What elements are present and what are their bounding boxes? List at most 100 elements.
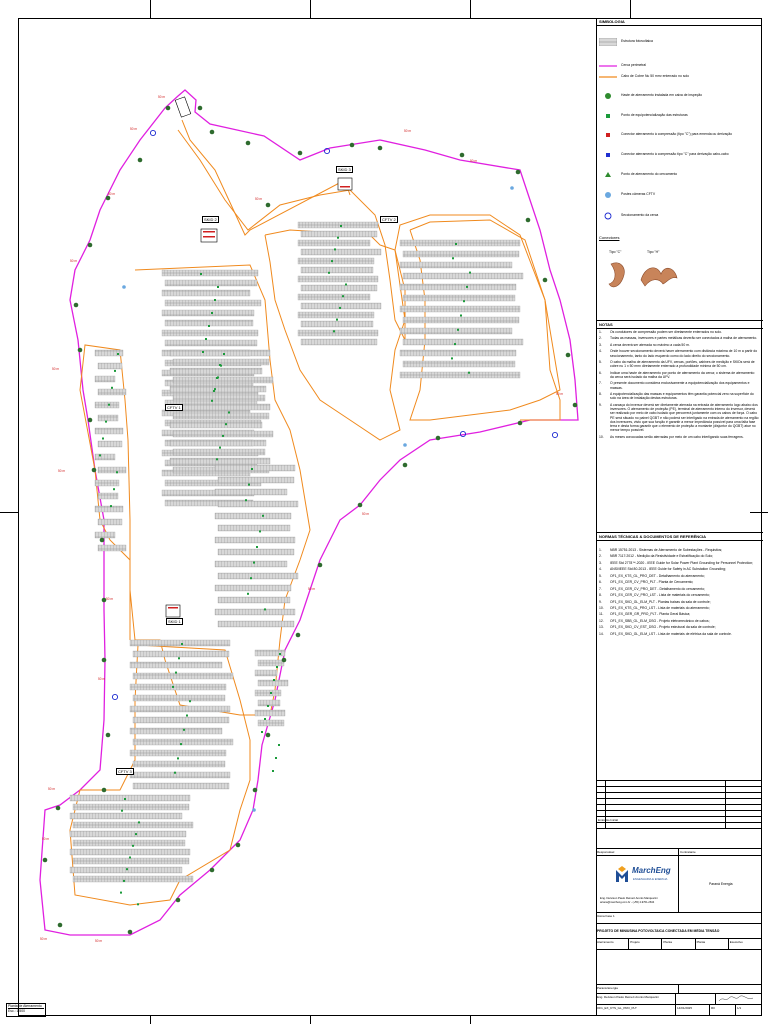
equipotential-point-icon bbox=[270, 692, 272, 694]
fence-section-icon bbox=[111, 693, 119, 701]
client-footer: Paraná Energia bbox=[596, 985, 679, 993]
equipotential-point-icon bbox=[275, 757, 277, 759]
module-table-row bbox=[399, 261, 513, 269]
module-table-row bbox=[257, 659, 285, 667]
grid-tick bbox=[150, 0, 151, 18]
module-table-row bbox=[94, 531, 116, 539]
blue-circle-icon bbox=[599, 212, 617, 219]
module-table-row bbox=[132, 738, 234, 746]
module-table-row bbox=[97, 544, 127, 552]
module-table-row bbox=[399, 349, 517, 357]
grid-tick bbox=[310, 0, 311, 18]
legend-item-label: Seccionamento da cerca bbox=[621, 213, 659, 218]
legend-item: Ponto de equipotencialização das estrutu… bbox=[599, 112, 688, 119]
module-table-row bbox=[164, 339, 258, 347]
legend-item: Seccionamento da cerca bbox=[599, 212, 658, 219]
module-table-row bbox=[297, 257, 375, 265]
ground-rod-icon bbox=[349, 142, 355, 148]
equipotential-point-icon bbox=[273, 679, 275, 681]
equipotential-point-icon bbox=[202, 351, 204, 353]
ground-rod-icon bbox=[265, 732, 271, 738]
scale-value: Esc.: 1:500 bbox=[8, 1009, 25, 1014]
equipotential-point-icon bbox=[216, 377, 218, 379]
ground-rod-icon bbox=[515, 169, 521, 175]
equipotential-point-icon bbox=[114, 369, 116, 372]
module-table-row bbox=[402, 316, 520, 324]
ground-rod-icon bbox=[459, 152, 465, 158]
distance-mark: 50 m bbox=[52, 367, 59, 371]
equipotential-point-icon bbox=[102, 437, 104, 440]
equipotential-point-icon bbox=[124, 798, 126, 800]
connector-c-icon bbox=[608, 262, 625, 288]
legend-item-label: Conector aterramento à compressão tipo "… bbox=[621, 152, 729, 157]
module-table-row bbox=[399, 239, 521, 247]
red-square-icon bbox=[599, 131, 617, 138]
equipotential-point-icon bbox=[175, 671, 177, 674]
equipotential-point-icon bbox=[189, 700, 191, 703]
grid-tick bbox=[470, 1016, 471, 1024]
client-cell: Paraná Energia bbox=[679, 856, 762, 912]
module-table-row bbox=[297, 311, 375, 319]
legend-item-label: Ponto de aterramento do cercamento bbox=[621, 172, 678, 177]
distance-mark: 50 m bbox=[106, 597, 113, 601]
note-item: 6.Indicar uma haste de aterramento por p… bbox=[599, 370, 755, 379]
module-table-row bbox=[129, 639, 231, 647]
connectors-title: Conectores bbox=[599, 235, 620, 240]
legend-item: Conector aterramento à compressão tipo "… bbox=[599, 151, 729, 158]
equipotential-point-icon bbox=[186, 714, 188, 717]
marcheng-logo-icon bbox=[616, 866, 628, 882]
equipotential-point-icon bbox=[120, 891, 122, 894]
module-table-row bbox=[300, 302, 382, 310]
module-table-row bbox=[132, 782, 230, 790]
module-table-row bbox=[132, 716, 230, 724]
distance-mark: 50 m bbox=[58, 469, 65, 473]
reference-item: 2.NBR 7117:2012 - Medição da Resistivida… bbox=[599, 554, 714, 559]
reference-item: 4.ANSI/IEEE Std 80-2013 - IEEE Guide for… bbox=[599, 567, 726, 572]
equipotential-point-icon bbox=[264, 718, 266, 720]
legend-item: Conector aterramento à compressão (tipo … bbox=[599, 131, 732, 138]
module-table-row bbox=[161, 269, 259, 277]
sheet-frame bbox=[18, 18, 762, 1016]
reference-item: 3.IEEE Std 2778™-2020 - IEEE Guide for S… bbox=[599, 560, 754, 565]
module-table-row bbox=[69, 812, 183, 820]
blue-square-icon bbox=[599, 151, 617, 158]
reference-item: 6.OF1_EX_CER_CV_PRO_PLT - Planta de Cerc… bbox=[599, 580, 694, 585]
note-item: 9.A carcaça do inversor deverá ser diret… bbox=[599, 402, 759, 433]
equipotential-point-icon bbox=[469, 271, 471, 274]
equipotential-point-icon bbox=[336, 318, 338, 321]
module-table-row bbox=[94, 453, 116, 461]
equipotential-points bbox=[99, 225, 471, 906]
equipotential-point-icon bbox=[251, 468, 253, 470]
equipotential-point-icon bbox=[113, 488, 115, 491]
title-col: Planta bbox=[696, 939, 729, 949]
module-table-row bbox=[169, 349, 271, 357]
module-table-row bbox=[132, 650, 230, 658]
cftv-post-icon bbox=[510, 186, 514, 190]
equipotential-point-icon bbox=[455, 243, 457, 245]
equipotential-point-icon bbox=[180, 743, 182, 746]
drawing-code: OF1_EX_KTS_GL_PRO_PLT bbox=[596, 1005, 676, 1015]
equipotential-point-icon bbox=[222, 434, 224, 437]
company-label: Responsável bbox=[596, 849, 679, 855]
equipotential-point-icon bbox=[121, 809, 123, 812]
module-table-row bbox=[214, 512, 292, 520]
equipotential-point-icon bbox=[111, 386, 113, 389]
ground-rod-icon bbox=[525, 217, 531, 223]
module-table-row bbox=[217, 572, 299, 580]
module-table-row bbox=[172, 448, 266, 456]
emission-label: Emissão Inicial bbox=[598, 818, 619, 822]
ground-rod-icon bbox=[281, 657, 287, 663]
skid-label: SKID 2 bbox=[202, 216, 219, 223]
equipotential-point-icon bbox=[247, 592, 249, 595]
client-name: Paraná Energia bbox=[709, 882, 733, 886]
orange-line-icon bbox=[599, 73, 617, 80]
module-table-row bbox=[297, 239, 371, 247]
module-table-row bbox=[254, 689, 282, 697]
drawing-rev: R0 bbox=[710, 1005, 736, 1015]
title-col: Executivo bbox=[729, 939, 743, 944]
module-table-row bbox=[72, 857, 190, 865]
fence-sectioning-icons bbox=[111, 129, 559, 701]
equipotential-point-icon bbox=[178, 657, 180, 660]
ground-rod-icon bbox=[517, 420, 523, 426]
